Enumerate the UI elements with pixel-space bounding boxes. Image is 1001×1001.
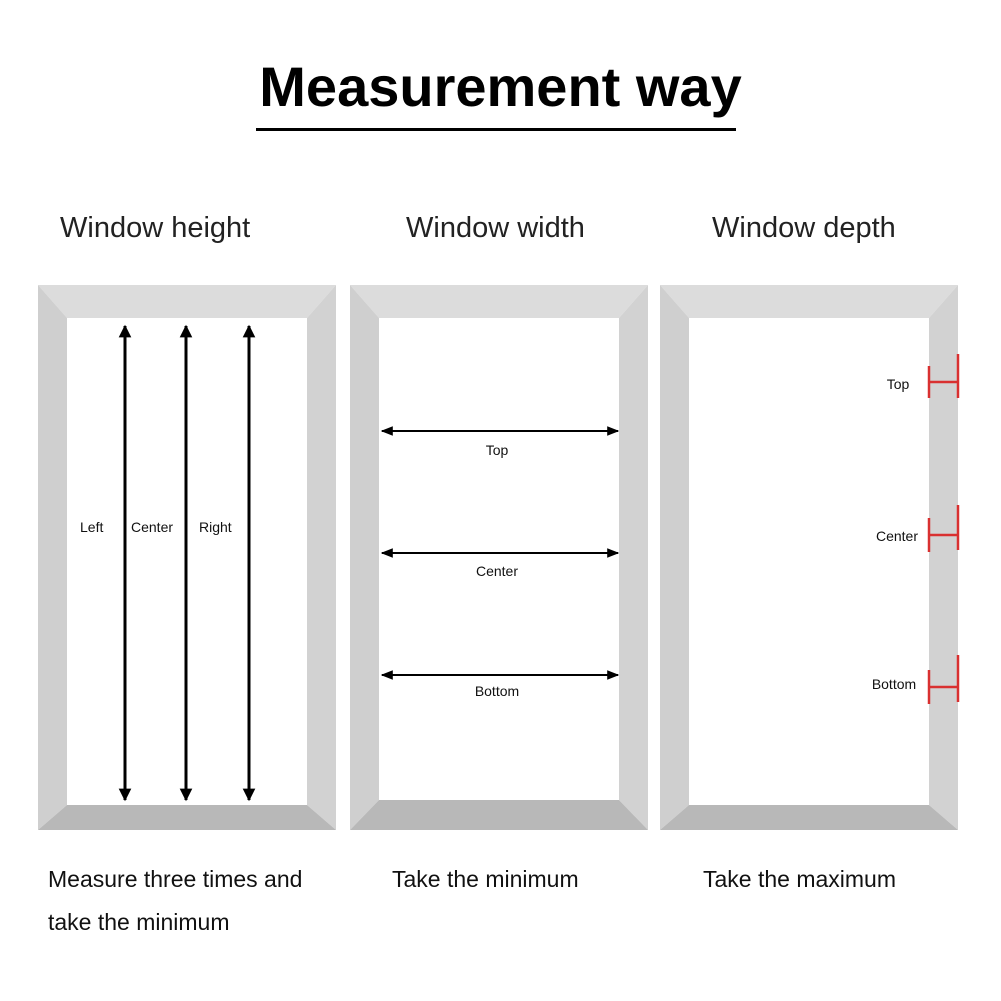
width-label-center: Center (476, 563, 518, 579)
frame-pane (379, 318, 619, 800)
depth-markers (927, 354, 960, 704)
frame-left-bevel (350, 285, 379, 830)
title-underline (256, 128, 736, 131)
depth-marker-center (927, 505, 960, 552)
frame-right-bevel (307, 285, 336, 830)
heading-window-width: Window width (406, 212, 585, 244)
depth-label-top: Top (887, 376, 910, 392)
caption-width: Take the minimum (392, 866, 579, 892)
frame-bottom-bevel (350, 800, 648, 830)
frame-pane (689, 318, 929, 805)
depth-label-center: Center (876, 528, 918, 544)
height-arrows (118, 324, 256, 802)
width-label-bottom: Bottom (475, 683, 519, 699)
frame-left-bevel (660, 285, 689, 830)
window-width-frame (350, 285, 648, 830)
frame-left-bevel (38, 285, 67, 830)
caption-height-line1: Measure three times and (48, 866, 303, 892)
window-depth-frame (660, 285, 958, 830)
frame-right-bevel (929, 285, 958, 830)
height-label-left: Left (80, 519, 103, 535)
depth-marker-bottom (927, 655, 960, 704)
height-label-center: Center (131, 519, 173, 535)
caption-height-line2: take the minimum (48, 909, 230, 935)
frame-right-bevel (619, 285, 648, 830)
depth-label-bottom: Bottom (872, 676, 916, 692)
heading-window-height: Window height (60, 212, 251, 244)
frame-top-bevel (38, 285, 336, 318)
width-arrows (380, 426, 620, 680)
depth-marker-top (927, 354, 960, 398)
frame-bottom-bevel (660, 805, 958, 830)
height-label-right: Right (199, 519, 232, 535)
frame-bottom-bevel (38, 805, 336, 830)
caption-depth: Take the maximum (703, 866, 897, 892)
frame-top-bevel (660, 285, 958, 318)
width-label-top: Top (486, 442, 509, 458)
page-title: Measurement way (259, 55, 742, 118)
frame-top-bevel (350, 285, 648, 318)
heading-window-depth: Window depth (712, 212, 896, 244)
